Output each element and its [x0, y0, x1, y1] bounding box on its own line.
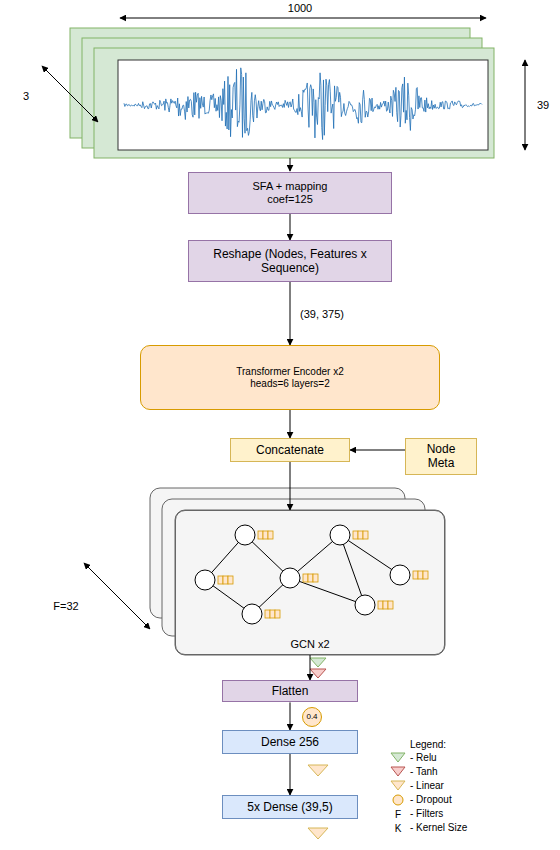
feature-cell [303, 574, 308, 582]
legend-swatch [390, 794, 406, 806]
feature-cell [275, 610, 280, 618]
feature-cell [270, 610, 275, 618]
dimension-arrow [84, 563, 150, 629]
gcn-card [175, 510, 445, 655]
process-box: Concatenate [230, 438, 350, 462]
legend-triangle [391, 767, 405, 776]
node-text: Reshape (Nodes, Features x Sequence) [195, 247, 385, 276]
dimension-label: F=32 [53, 600, 78, 612]
process-box: Flatten [222, 680, 358, 702]
graph-edge [290, 578, 365, 605]
feature-cell [358, 531, 363, 539]
shape-label: (39, 375) [298, 307, 346, 319]
waveform [124, 68, 482, 140]
connector-arrow [290, 462, 291, 510]
legend-text: - Kernel Size [410, 822, 467, 833]
connector-arrow [290, 214, 291, 240]
dimension-label: 39 [537, 99, 549, 111]
feature-cell [313, 574, 318, 582]
dense-box: Dense 256 [222, 730, 358, 754]
legend-circle [393, 795, 403, 805]
legend-swatch [390, 780, 406, 792]
legend-text: - Relu [410, 752, 437, 763]
node-text: Node Meta [412, 442, 470, 471]
feature-cell [223, 576, 228, 584]
dimension-arrow [120, 18, 486, 19]
graph-node [390, 565, 410, 585]
feature-cell [218, 576, 223, 584]
connector-arrow [290, 754, 291, 795]
feature-cell [413, 571, 418, 579]
process-box: SFA + mapping coef=125 [188, 172, 392, 214]
graph-edge [340, 535, 400, 575]
graph-node [280, 568, 300, 588]
linear-marker [308, 828, 328, 839]
legend-triangle [391, 781, 405, 790]
relu-marker [310, 658, 326, 667]
feature-cell [378, 601, 383, 609]
feature-cell [423, 571, 428, 579]
feature-cell [308, 574, 313, 582]
feature-cell [353, 531, 358, 539]
connector-arrow [310, 655, 311, 680]
feature-cell [418, 571, 423, 579]
graph-node [242, 604, 262, 624]
graph-edge [340, 535, 365, 605]
dimension-arrow [42, 66, 98, 122]
input-arrow [290, 158, 291, 171]
process-box: Reshape (Nodes, Features x Sequence) [188, 240, 392, 282]
input-box: Node Meta [405, 438, 477, 475]
legend-label: F [395, 809, 401, 820]
graph-drawing [195, 525, 428, 624]
legend-swatch [390, 752, 406, 764]
node-text: Flatten [272, 684, 309, 698]
feature-cell [263, 531, 268, 539]
tanh-marker [310, 669, 326, 678]
graph-node [195, 570, 215, 590]
feature-cell [388, 601, 393, 609]
dropout-circle: 0.4 [302, 707, 322, 727]
legend-label: Legend: [410, 739, 446, 750]
connector-arrow [290, 282, 291, 345]
linear-marker [308, 765, 328, 776]
dimension-label: 1000 [288, 2, 312, 14]
legend-text: - Filters [410, 808, 443, 819]
feature-cell [228, 576, 233, 584]
node-text: GCN x2 [290, 638, 329, 651]
legend-triangle [391, 753, 405, 762]
legend-label: K [395, 823, 402, 834]
node-text: SFA + mapping coef=125 [245, 180, 335, 206]
legend-swatch [390, 766, 406, 778]
waveform-trace [124, 68, 482, 140]
gcn-block: GCN x2 [175, 510, 445, 655]
graph-node [330, 525, 350, 545]
dimension-arrow [525, 60, 526, 150]
dimension-label: 3 [23, 90, 29, 102]
input-frame [94, 48, 494, 158]
connector-arrow [350, 450, 405, 451]
legend-text: - Linear [410, 780, 444, 791]
connector-arrow [290, 410, 291, 438]
graph-node [355, 595, 375, 615]
feature-cell [363, 531, 368, 539]
node-text: 5x Dense (39,5) [247, 800, 332, 814]
graph-node [235, 525, 255, 545]
encoder-box: Transformer Encoder x2 heads=6 layers=2 [140, 345, 440, 410]
dense-box: 5x Dense (39,5) [222, 795, 358, 819]
legend-text: - Dropout [410, 794, 452, 805]
feature-cell [383, 601, 388, 609]
feature-cell [258, 531, 263, 539]
feature-cell [268, 531, 273, 539]
connector-arrow [290, 702, 291, 730]
node-text: Dense 256 [261, 735, 319, 749]
legend-text: - Tanh [410, 766, 438, 777]
feature-cell [265, 610, 270, 618]
node-text: Transformer Encoder x2 heads=6 layers=2 [228, 366, 353, 390]
waveform-panel [118, 60, 488, 150]
node-text: Concatenate [256, 443, 324, 457]
node-text: 0.4 [306, 712, 317, 722]
